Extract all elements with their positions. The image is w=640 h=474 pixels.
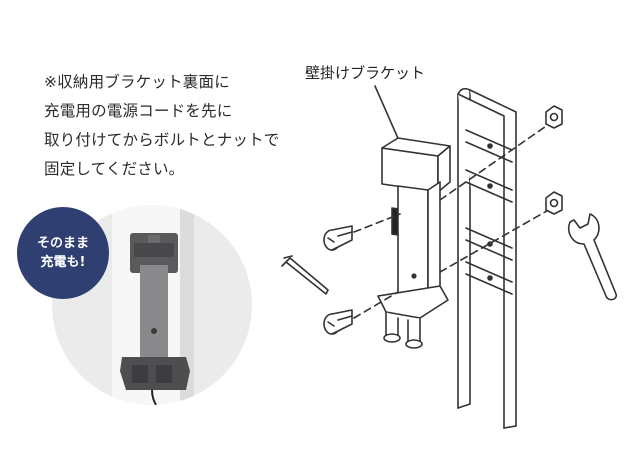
wall-rail — [457, 87, 517, 429]
hex-key — [285, 257, 329, 295]
instruction-line-2: 充電用の電源コードを先に — [44, 102, 233, 120]
assembly-guide-lines — [353, 121, 553, 319]
instruction-note: ※収納用ブラケット裏面に 充電用の電源コードを先に 取り付けてからボルトとナット… — [44, 68, 314, 184]
bracket-label: 壁掛けブラケット — [305, 64, 426, 82]
charging-badge: そのまま 充電も! — [17, 207, 109, 299]
badge-line-1: そのまま — [36, 236, 89, 251]
bolt-upper — [323, 225, 353, 251]
bracket-photo-illustration — [112, 205, 194, 405]
wall-bracket — [377, 137, 451, 349]
wrench — [568, 213, 618, 301]
nut-lower — [545, 191, 563, 215]
bracket-photo — [52, 205, 252, 405]
instruction-line-1: ※収納用ブラケット裏面に — [44, 73, 230, 91]
bolt-lower — [323, 309, 353, 335]
nut-upper — [545, 105, 563, 129]
instruction-line-3: 取り付けてからボルトとナットで — [44, 131, 280, 149]
badge-line-2: 充電も! — [40, 255, 86, 270]
instruction-line-4: 固定してください。 — [44, 160, 185, 178]
